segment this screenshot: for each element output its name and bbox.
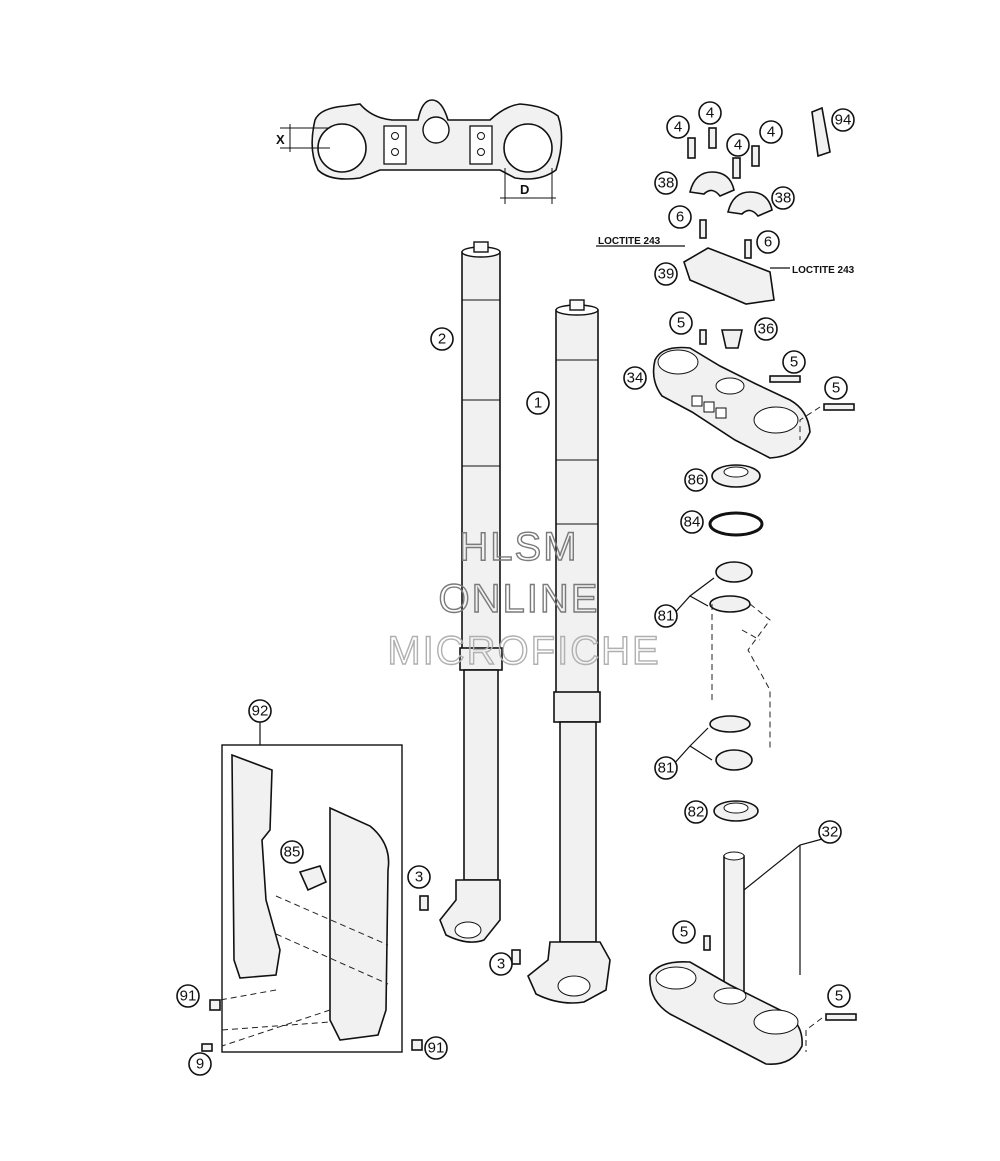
callout-4-c[interactable]: 4 — [726, 133, 750, 157]
fork-leg-2 — [439, 241, 503, 943]
callout-86-label: 86 — [688, 472, 705, 489]
callout-92-label: 92 — [252, 703, 269, 720]
callout-92[interactable]: 92 — [248, 699, 272, 723]
callout-81-b-label: 81 — [658, 760, 675, 777]
watermark-line-3: MICROFICHE — [387, 629, 660, 673]
callout-85[interactable]: 85 — [280, 840, 304, 864]
watermark-line-2: ONLINE — [439, 577, 600, 621]
callout-85-label: 85 — [284, 844, 301, 861]
callout-3-lower[interactable]: 3 — [489, 952, 513, 976]
callout-3-lower-label: 3 — [497, 956, 505, 973]
callout-4-a[interactable]: 4 — [666, 115, 690, 139]
callout-5-e-label: 5 — [835, 988, 843, 1005]
callout-5-a[interactable]: 5 — [669, 311, 693, 335]
loctite-label-left: LOCTITE 243 — [598, 236, 661, 247]
callout-5-b[interactable]: 5 — [782, 350, 806, 374]
triple-clamp-top-view: X D — [276, 99, 563, 204]
watermark: HLSM ONLINE MICROFICHE — [387, 524, 660, 673]
callout-6-b-label: 6 — [764, 234, 772, 251]
callout-84-label: 84 — [684, 514, 701, 531]
callout-2-label: 2 — [438, 331, 446, 348]
callout-94[interactable]: 94 — [831, 108, 855, 132]
handlebar-clamp-parts: LOCTITE 243 LOCTITE 243 — [596, 106, 855, 305]
callout-4-d[interactable]: 4 — [759, 120, 783, 144]
callout-5-d-label: 5 — [680, 924, 688, 941]
callout-39[interactable]: 39 — [654, 262, 678, 286]
callout-4-c-label: 4 — [734, 137, 742, 154]
callout-38-b-label: 38 — [775, 190, 792, 207]
callout-38-a-label: 38 — [658, 175, 675, 192]
callout-38-a[interactable]: 38 — [654, 171, 678, 195]
callout-36-label: 36 — [758, 321, 775, 338]
callout-5-a-label: 5 — [677, 315, 685, 332]
callout-9-label: 9 — [196, 1056, 204, 1073]
watermark-line-1: HLSM — [459, 525, 578, 569]
callout-91-b[interactable]: 91 — [424, 1036, 448, 1060]
callout-4-b[interactable]: 4 — [698, 101, 722, 125]
callout-91-b-label: 91 — [428, 1040, 445, 1057]
callout-6-a[interactable]: 6 — [668, 205, 692, 229]
callout-1[interactable]: 1 — [526, 391, 550, 415]
callout-4-d-label: 4 — [767, 124, 775, 141]
callout-81-a-label: 81 — [658, 608, 675, 625]
callout-5-d[interactable]: 5 — [672, 920, 696, 944]
callout-84[interactable]: 84 — [680, 510, 704, 534]
callout-3-upper-label: 3 — [415, 869, 423, 886]
callout-38-b[interactable]: 38 — [771, 186, 795, 210]
callout-2[interactable]: 2 — [430, 327, 454, 351]
callout-86[interactable]: 86 — [684, 468, 708, 492]
callout-32[interactable]: 32 — [818, 820, 842, 844]
steering-bearings — [671, 464, 771, 822]
loctite-label-right: LOCTITE 243 — [792, 265, 855, 276]
callout-1-label: 1 — [534, 395, 542, 412]
fork-leg-1 — [527, 299, 611, 1004]
upper-triple-clamp — [652, 329, 855, 459]
callout-4-b-label: 4 — [706, 105, 714, 122]
callout-5-c[interactable]: 5 — [824, 376, 848, 400]
callout-39-label: 39 — [658, 266, 675, 283]
callout-82-label: 82 — [688, 804, 705, 821]
callout-5-b-label: 5 — [790, 354, 798, 371]
callout-94-label: 94 — [835, 112, 852, 129]
lower-triple-clamp — [649, 837, 857, 1065]
dimension-x-label: X — [276, 132, 285, 147]
callout-36[interactable]: 36 — [754, 317, 778, 341]
callout-81-b[interactable]: 81 — [654, 756, 678, 780]
callout-9[interactable]: 9 — [188, 1052, 212, 1076]
callout-5-c-label: 5 — [832, 380, 840, 397]
callout-91-a[interactable]: 91 — [176, 984, 200, 1008]
callout-82[interactable]: 82 — [684, 800, 708, 824]
callout-5-e[interactable]: 5 — [827, 984, 851, 1008]
callout-6-b[interactable]: 6 — [756, 230, 780, 254]
callout-4-a-label: 4 — [674, 119, 682, 136]
callout-6-a-label: 6 — [676, 209, 684, 226]
fork-guards — [201, 722, 521, 1053]
callout-32-label: 32 — [822, 824, 839, 841]
dimension-d-label: D — [520, 182, 529, 197]
callout-91-a-label: 91 — [180, 988, 197, 1005]
callout-3-upper[interactable]: 3 — [407, 865, 431, 889]
callout-81-a[interactable]: 81 — [654, 604, 678, 628]
callout-34-label: 34 — [627, 370, 644, 387]
callout-34[interactable]: 34 — [623, 366, 647, 390]
